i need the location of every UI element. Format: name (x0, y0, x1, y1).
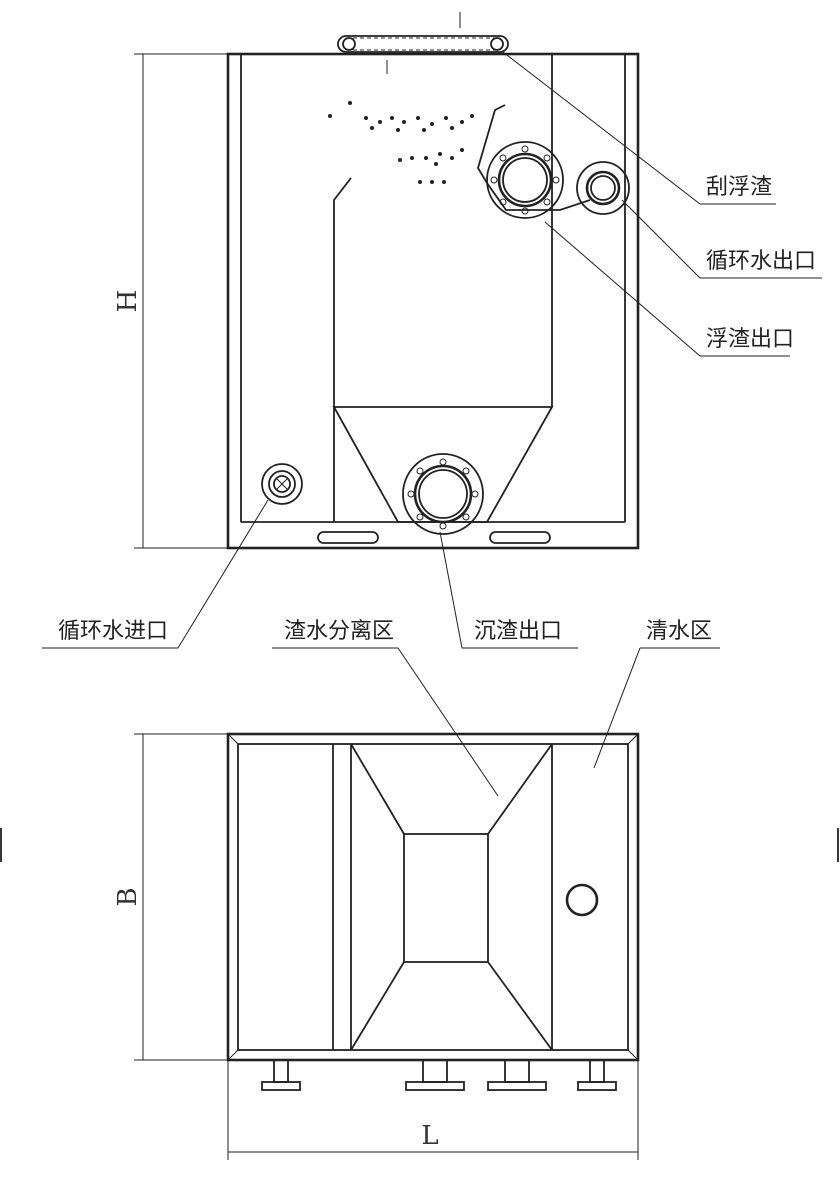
base-slot (489, 531, 551, 544)
circ-water-outlet-flange (576, 161, 630, 215)
tank-plan-outer (226, 732, 640, 1062)
label-scum-out: 浮渣出口 (706, 327, 794, 352)
label-circ-in: 循环水进口 (58, 619, 168, 644)
label-separation: 渣水分离区 (284, 619, 394, 644)
air-bubbles (328, 101, 474, 184)
label-circ-out: 循环水出口 (706, 249, 816, 274)
circ-water-inlet-flange (261, 463, 303, 505)
sludge-hopper (332, 406, 554, 523)
width-label: B (113, 887, 143, 906)
base-slot (317, 531, 379, 544)
scum-outlet-flange (486, 141, 564, 219)
clear-water-outlet (565, 883, 599, 917)
height-dimension: H (113, 53, 228, 549)
label-scraper: 刮浮渣 (706, 175, 772, 200)
front-view: H 刮浮渣 循环水出口 浮渣出口 循环水进口 沉渣出口 (42, 12, 822, 649)
hopper-plan (350, 743, 553, 1051)
tank-outer (226, 52, 640, 550)
label-clear: 清水区 (646, 619, 712, 644)
label-sludge-out: 沉渣出口 (474, 619, 562, 644)
height-label: H (113, 290, 143, 313)
length-label: L (421, 1121, 438, 1151)
nozzle-flanges (261, 1059, 617, 1091)
scraper-conveyor (337, 12, 509, 74)
length-dimension: L (227, 1060, 639, 1160)
sludge-outlet-flange (402, 453, 484, 535)
top-view: B L 渣水分离区 清水区 (113, 619, 720, 1160)
width-dimension: B (113, 733, 228, 1061)
